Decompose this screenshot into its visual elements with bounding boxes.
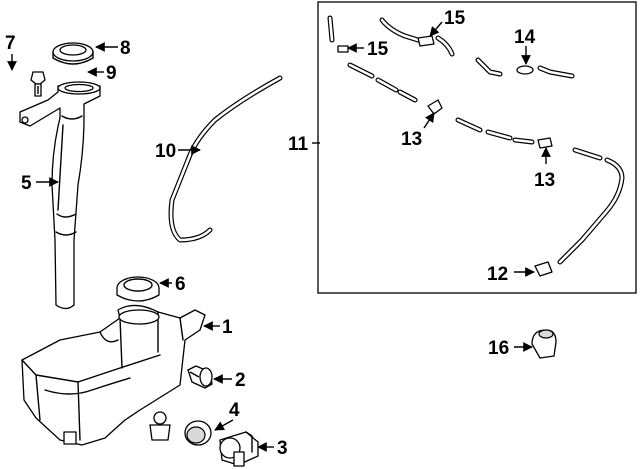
callout-7: 7 [5,33,16,54]
part-11-hose-assembly [327,15,625,277]
part-2-pump-plug [187,365,213,389]
part-10-hose [168,75,283,243]
part-6-cap [116,276,160,302]
callout-15-upper: 15 [444,8,466,29]
callout-4: 4 [229,400,240,421]
callout-2: 2 [235,370,246,391]
hose-assembly-box [317,1,637,294]
part-7-clip [30,71,46,97]
callout-1: 1 [222,317,233,338]
callout-12: 12 [487,264,508,285]
callout-13-upper: 13 [401,129,422,150]
part-3-washer-pump [219,431,259,467]
part-8-filler-cap [52,42,94,65]
callout-14: 14 [514,27,536,48]
part-5-filler-pipe [19,81,101,310]
part-16-nozzle [531,329,557,359]
callout-6: 6 [175,274,186,295]
callout-16: 16 [488,338,509,359]
callout-5: 5 [21,173,32,194]
callout-13-lower: 13 [534,170,555,191]
callout-15-lower: 15 [367,39,389,60]
callout-9: 9 [106,63,117,84]
callout-11: 11 [288,134,309,155]
leader-lines [7,21,551,452]
callout-10: 10 [155,141,176,162]
part-1-reservoir-tank [21,304,206,446]
callout-8: 8 [120,38,131,59]
part-4-grommet [184,420,212,446]
callout-3: 3 [277,438,288,459]
